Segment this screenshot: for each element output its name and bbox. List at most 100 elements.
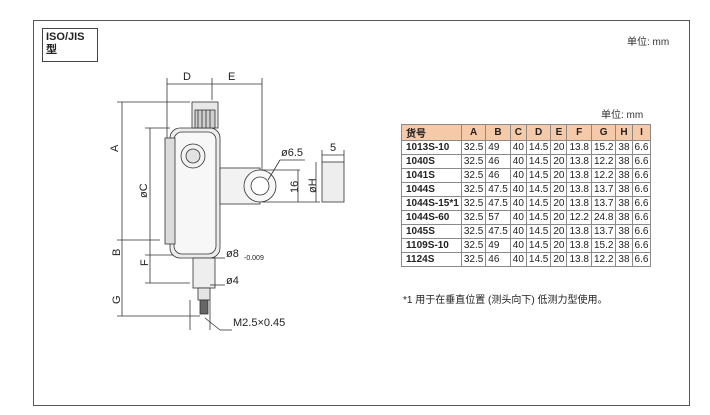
dim-d4: ø4: [226, 275, 239, 287]
value-cell: 13.8: [566, 182, 592, 197]
value-cell: 38: [615, 140, 633, 155]
model-number-cell: 1044S-60: [401, 210, 462, 225]
value-cell: 14.5: [525, 196, 552, 211]
dim-16: 16: [289, 181, 301, 193]
value-cell: 12.2: [566, 210, 592, 225]
value-cell: 14.5: [525, 224, 552, 239]
value-cell: 32.5: [460, 252, 487, 267]
value-cell: 20: [550, 196, 568, 211]
value-cell: 49: [485, 140, 511, 155]
table-header-row: 货号 A B C D E F G H I: [401, 124, 652, 141]
value-cell: 13.7: [590, 182, 617, 197]
value-cell: 32.5: [460, 196, 487, 211]
model-number-cell: 1044S: [401, 182, 462, 197]
value-cell: 13.7: [590, 196, 617, 211]
badge-line2: 型: [46, 44, 57, 56]
dim-stem: ø8: [226, 248, 239, 260]
col-header: G: [590, 124, 617, 141]
dim-5: 5: [330, 142, 336, 154]
value-cell: 46: [485, 154, 511, 169]
col-header: C: [509, 124, 527, 141]
dim-b: B: [111, 249, 123, 256]
value-cell: 6.6: [631, 252, 652, 267]
value-cell: 20: [550, 182, 568, 197]
value-cell: 6.6: [631, 210, 652, 225]
value-cell: 40: [509, 210, 527, 225]
value-cell: 13.8: [566, 140, 592, 155]
value-cell: 38: [615, 154, 633, 169]
value-cell: 12.2: [590, 168, 617, 183]
value-cell: 20: [550, 252, 568, 267]
value-cell: 40: [509, 224, 527, 239]
dim-d: D: [183, 71, 191, 83]
dim-stem-tol: -0.009: [244, 255, 264, 262]
col-header: B: [485, 124, 511, 141]
value-cell: 40: [509, 196, 527, 211]
value-cell: 6.6: [631, 238, 652, 253]
value-cell: 32.5: [460, 182, 487, 197]
dim-c: øC: [138, 183, 150, 198]
value-cell: 13.7: [590, 224, 617, 239]
value-cell: 13.8: [566, 168, 592, 183]
value-cell: 13.8: [566, 252, 592, 267]
value-cell: 6.6: [631, 140, 652, 155]
model-number-cell: 1040S: [401, 154, 462, 169]
value-cell: 6.6: [631, 182, 652, 197]
value-cell: 14.5: [525, 154, 552, 169]
unit-label-top: 单位: mm: [627, 37, 670, 48]
dim-h: øH: [307, 178, 319, 193]
value-cell: 47.5: [485, 182, 511, 197]
col-header: F: [566, 124, 592, 141]
value-cell: 47.5: [485, 224, 511, 239]
value-cell: 24.8: [590, 210, 617, 225]
model-number-cell: 1044S-15*1: [401, 196, 462, 211]
value-cell: 32.5: [460, 224, 487, 239]
value-cell: 32.5: [460, 168, 487, 183]
value-cell: 15.2: [590, 238, 617, 253]
value-cell: 13.8: [566, 196, 592, 211]
dim-a: A: [109, 144, 121, 152]
value-cell: 38: [615, 252, 633, 267]
value-cell: 6.6: [631, 168, 652, 183]
value-cell: 32.5: [460, 238, 487, 253]
value-cell: 14.5: [525, 140, 552, 155]
col-header: I: [631, 124, 652, 141]
value-cell: 13.8: [566, 154, 592, 169]
value-cell: 6.6: [631, 224, 652, 239]
value-cell: 38: [615, 196, 633, 211]
dim-f: F: [139, 259, 151, 266]
value-cell: 32.5: [460, 210, 487, 225]
value-cell: 46: [485, 252, 511, 267]
value-cell: 14.5: [525, 210, 552, 225]
value-cell: 15.2: [590, 140, 617, 155]
model-number-cell: 1041S: [401, 168, 462, 183]
dim-e: E: [228, 71, 235, 83]
value-cell: 20: [550, 210, 568, 225]
value-cell: 20: [550, 154, 568, 169]
value-cell: 20: [550, 238, 568, 253]
model-number-cell: 1045S: [401, 224, 462, 239]
value-cell: 14.5: [525, 182, 552, 197]
value-cell: 6.6: [631, 154, 652, 169]
value-cell: 32.5: [460, 154, 487, 169]
value-cell: 12.2: [590, 252, 617, 267]
col-header: D: [525, 124, 552, 141]
value-cell: 38: [615, 238, 633, 253]
dim-thread: M2.5×0.45: [233, 317, 285, 329]
col-header: E: [550, 124, 568, 141]
value-cell: 40: [509, 182, 527, 197]
iso-jis-badge: ISO/JIS 型: [42, 28, 98, 62]
value-cell: 40: [509, 252, 527, 267]
value-cell: 40: [509, 168, 527, 183]
